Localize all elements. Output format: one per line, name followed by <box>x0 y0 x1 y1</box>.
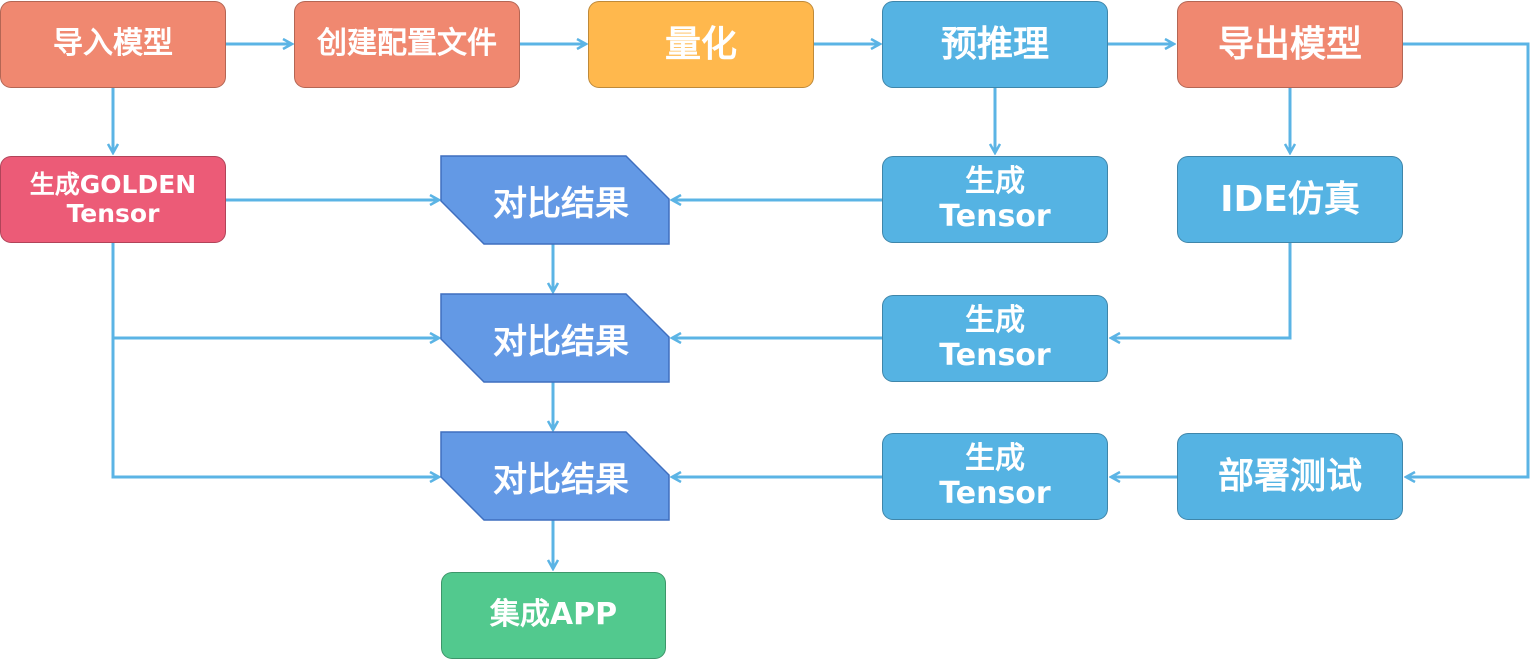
generate-tensor-3-line1: 生成 <box>965 441 1025 476</box>
integrate-app-node: 集成APP <box>441 572 666 659</box>
compare-result-node-1: 对比结果 <box>440 155 670 245</box>
ide-simulation-node: IDE仿真 <box>1177 156 1403 243</box>
compare-result-node-2: 对比结果 <box>440 293 670 383</box>
golden-tensor-line1: 生成GOLDEN <box>29 169 197 199</box>
create-config-node: 创建配置文件 <box>294 1 520 88</box>
pre-inference-node: 预推理 <box>882 1 1108 88</box>
arrow-ide-to-tensor2 <box>1111 243 1292 338</box>
quantize-node: 量化 <box>588 1 814 88</box>
compare-result-shape-2 <box>440 293 670 383</box>
export-model-label: 导出模型 <box>1217 23 1362 65</box>
compare-result-node-3: 对比结果 <box>440 431 670 521</box>
integrate-app-label: 集成APP <box>489 597 618 633</box>
generate-tensor-3-line2: Tensor <box>939 475 1051 511</box>
arrow-golden-to-compare2 <box>111 243 439 338</box>
pre-inference-label: 预推理 <box>940 23 1049 65</box>
compare-result-shape-3 <box>440 431 670 521</box>
compare-result-label-1: 对比结果 <box>493 183 629 224</box>
generate-tensor-1-line1: 生成 <box>965 164 1025 199</box>
golden-tensor-node: 生成GOLDEN Tensor <box>0 156 226 243</box>
arrow-export-to-deploy <box>1402 42 1530 477</box>
ide-simulation-label: IDE仿真 <box>1220 178 1360 220</box>
arrow-golden-to-compare3 <box>111 338 439 477</box>
generate-tensor-1-line2: Tensor <box>939 198 1051 234</box>
generate-tensor-2-line2: Tensor <box>939 337 1051 373</box>
compare-result-label-3: 对比结果 <box>493 459 629 500</box>
quantize-label: 量化 <box>664 23 737 65</box>
generate-tensor-node-3: 生成 Tensor <box>882 433 1108 520</box>
golden-tensor-line2: Tensor <box>66 198 160 228</box>
import-model-label: 导入模型 <box>53 26 173 62</box>
export-model-node: 导出模型 <box>1177 1 1403 88</box>
compare-result-label-2: 对比结果 <box>493 321 629 362</box>
compare-result-shape-1 <box>440 155 670 245</box>
deploy-test-node: 部署测试 <box>1177 433 1403 520</box>
generate-tensor-node-1: 生成 Tensor <box>882 156 1108 243</box>
import-model-node: 导入模型 <box>0 1 226 88</box>
generate-tensor-node-2: 生成 Tensor <box>882 295 1108 382</box>
generate-tensor-2-line1: 生成 <box>965 303 1025 338</box>
deploy-test-label: 部署测试 <box>1217 455 1362 497</box>
create-config-label: 创建配置文件 <box>317 26 497 62</box>
